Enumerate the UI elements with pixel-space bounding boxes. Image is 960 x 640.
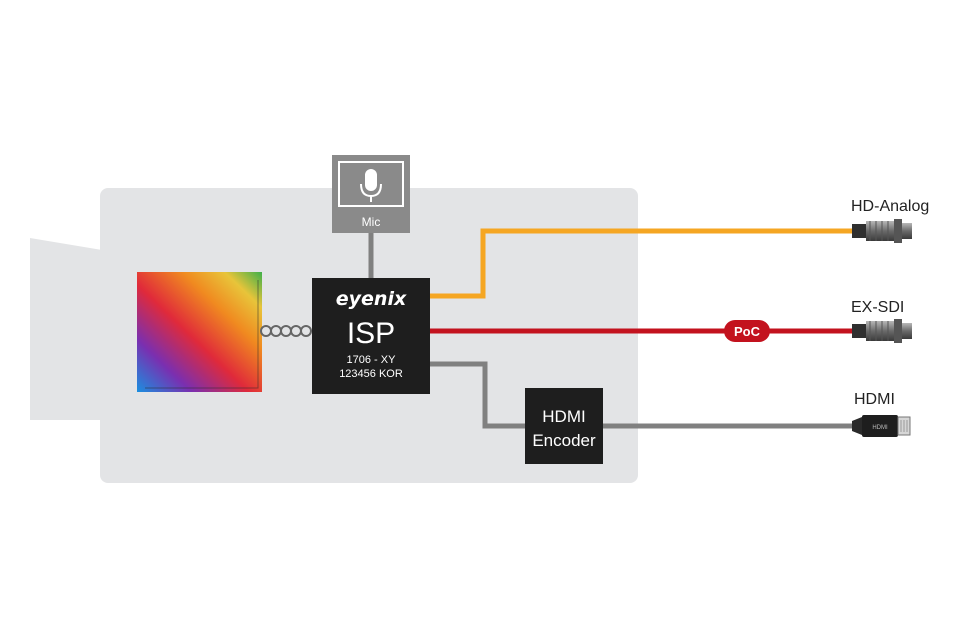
hdmi-label: HDMI bbox=[854, 391, 895, 408]
poc-badge bbox=[724, 320, 770, 342]
hd-analog-label: HD-Analog bbox=[851, 198, 929, 215]
ex-sdi-bnc-connector-icon bbox=[852, 319, 912, 343]
isp-model-line: 1706 - XY bbox=[347, 354, 397, 366]
hdmi-encoder-chip bbox=[525, 388, 603, 464]
isp-serial-line: 123456 KOR bbox=[339, 368, 403, 380]
mic-box bbox=[332, 155, 410, 233]
microphone-icon bbox=[360, 169, 382, 202]
ex-sdi-label: EX-SDI bbox=[851, 299, 904, 316]
encoder-label-line1: HDMI bbox=[542, 407, 585, 426]
hd-analog-cable bbox=[430, 228, 860, 299]
isp-brand-logo: eyenix bbox=[336, 288, 407, 310]
isp-title: ISP bbox=[347, 317, 395, 350]
isp-chip bbox=[312, 278, 430, 394]
isp-encoder-cable bbox=[430, 361, 525, 429]
sensor-edge bbox=[145, 280, 259, 389]
mic-label: Mic bbox=[362, 215, 381, 229]
encoder-label-line2: Encoder bbox=[532, 431, 596, 450]
svg-text:HDMI: HDMI bbox=[872, 425, 888, 431]
sensor-isp-link bbox=[260, 325, 312, 337]
camera-lens-hood bbox=[30, 238, 102, 420]
hd-analog-bnc-connector-icon bbox=[852, 219, 912, 243]
mic-screen bbox=[338, 161, 404, 207]
hdmi-connector-icon: HDMI bbox=[852, 415, 911, 437]
image-sensor bbox=[137, 272, 262, 392]
poc-badge-label: PoC bbox=[734, 324, 761, 339]
